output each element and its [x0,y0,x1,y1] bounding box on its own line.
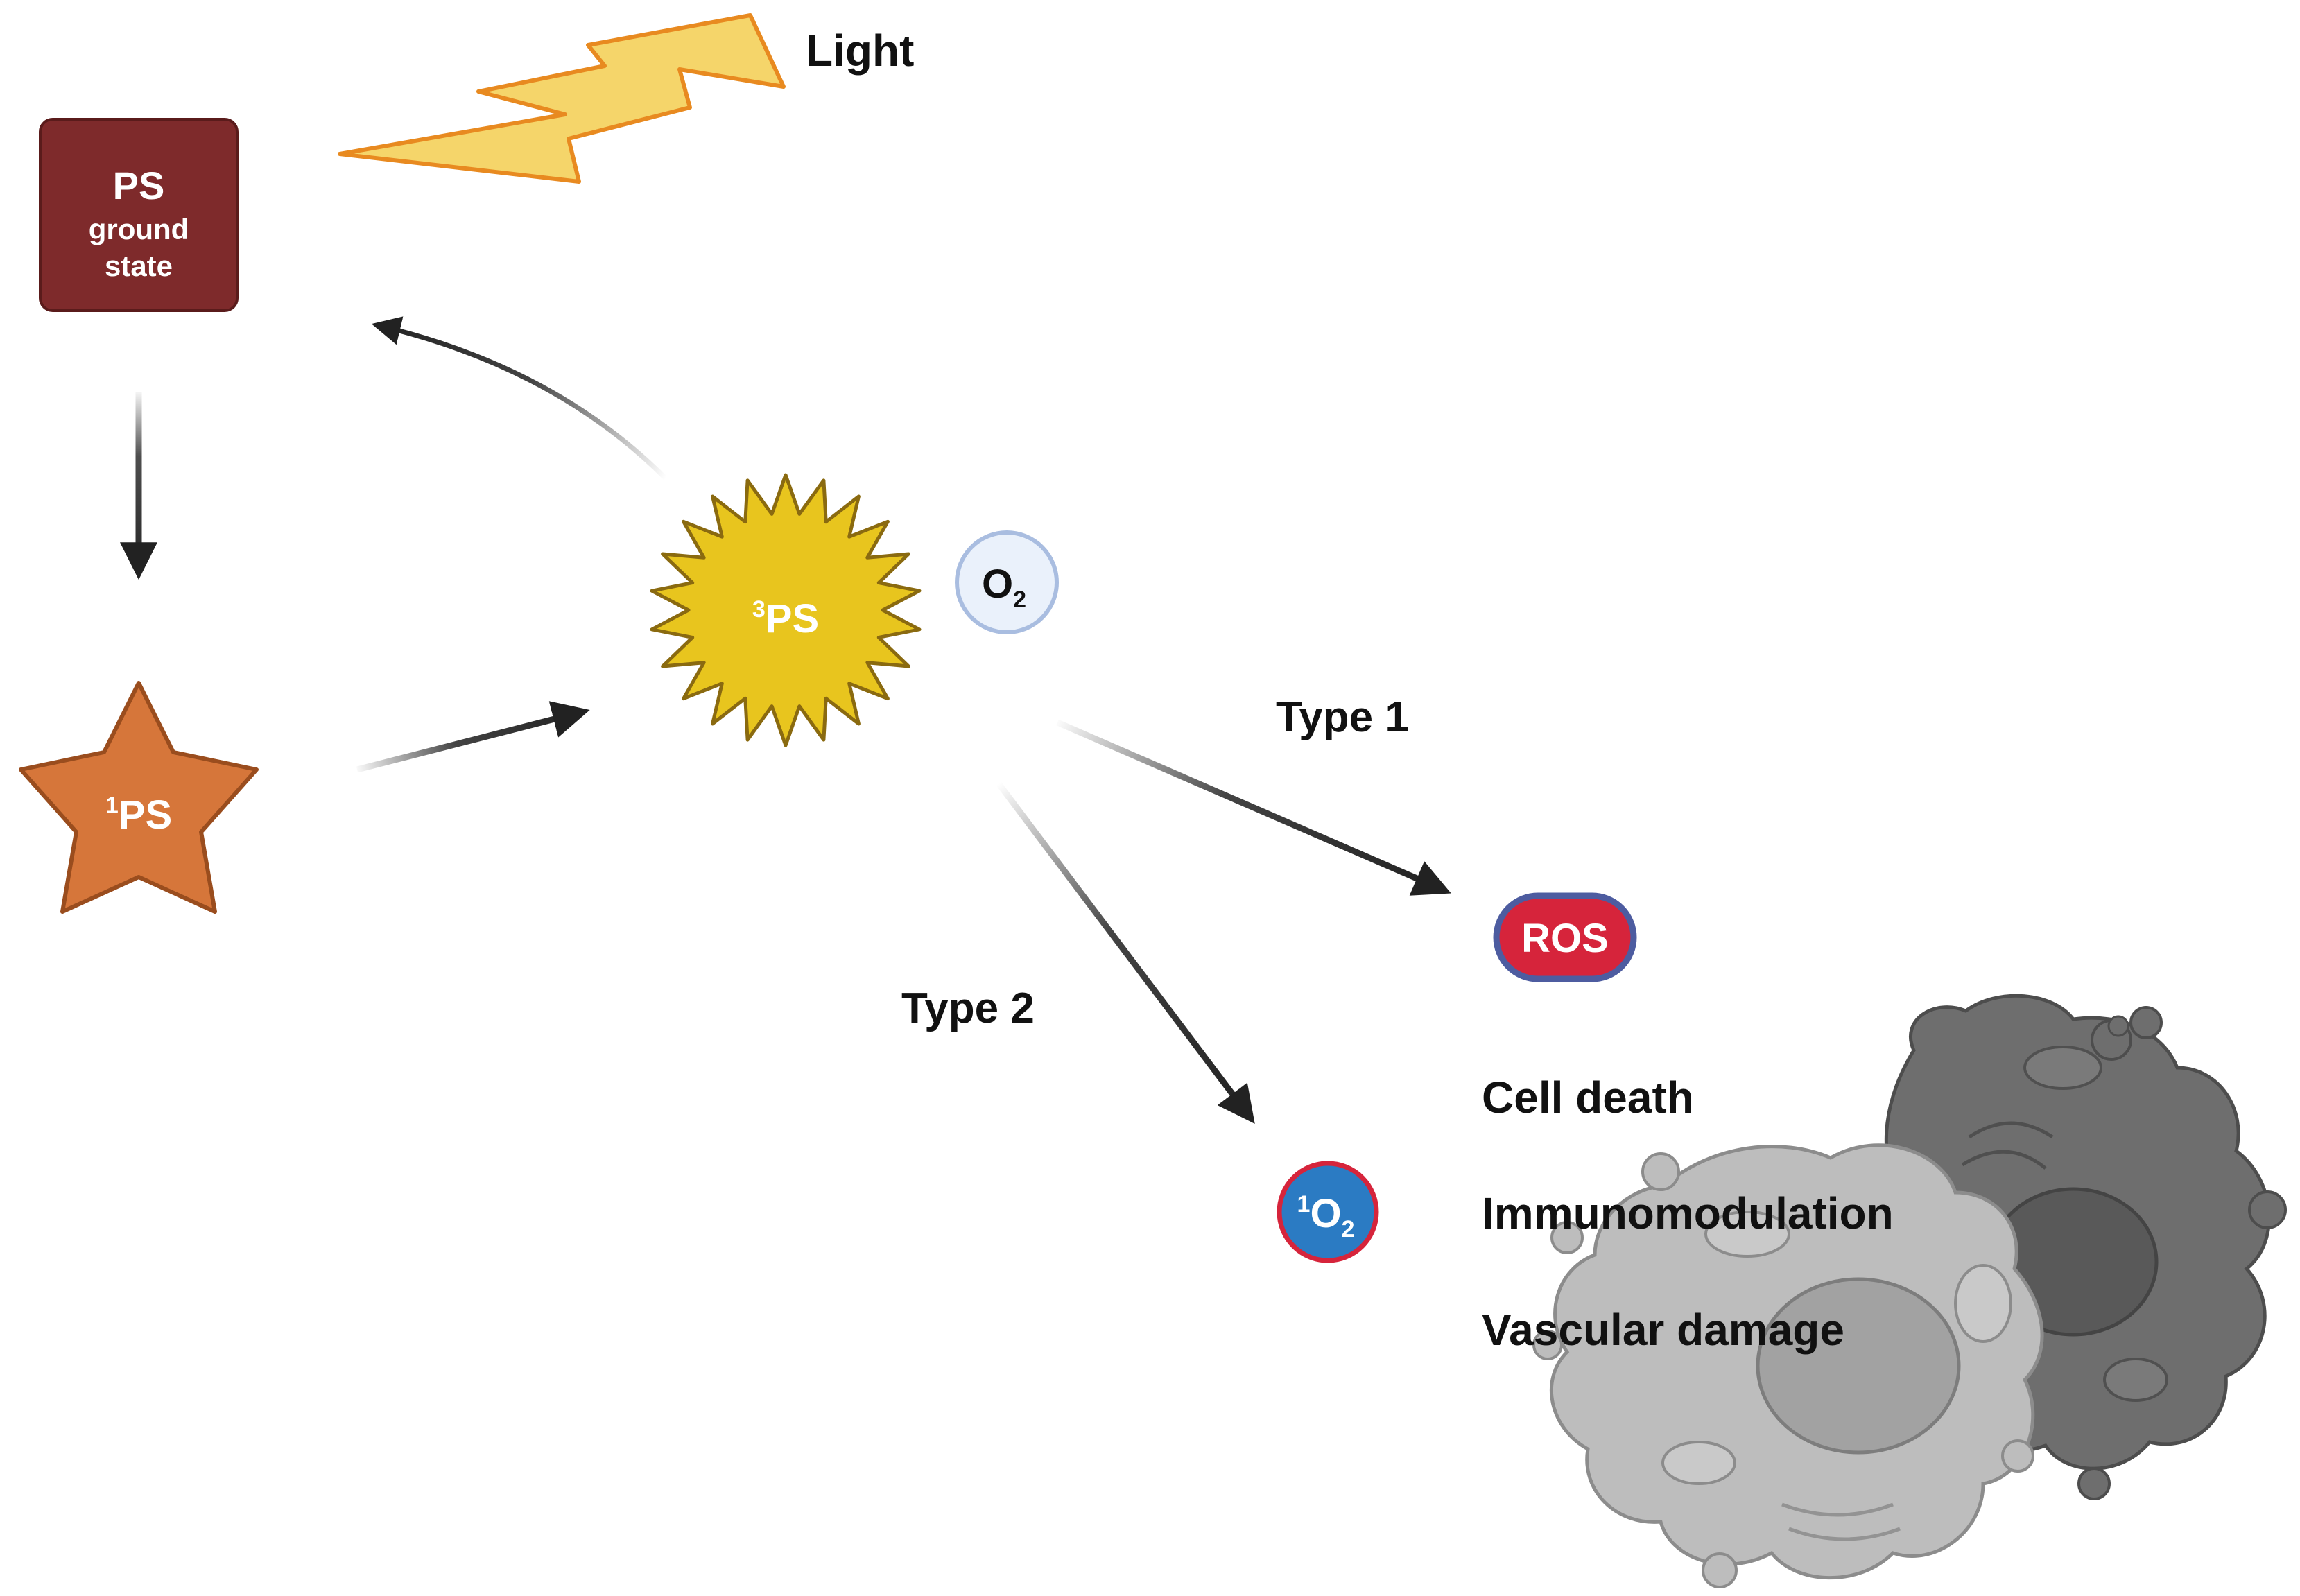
svg-text:3PS: 3PS [752,596,819,641]
arrow-type1 [1056,719,1451,896]
triplet-ps-label: PS [766,596,819,641]
arrow-intersystem-crossing [356,701,590,773]
ros-capsule-icon [1493,892,1637,982]
arrow-type2 [996,781,1255,1124]
oxygen-label: O [982,562,1013,607]
oxygen-subscript: 2 [1013,587,1026,613]
singlet-ps-star-icon [19,681,259,914]
ros-label: ROS [1521,916,1609,961]
singlet-oxygen-superscript: 1 [1297,1191,1311,1217]
singlet-oxygen-icon [1277,1161,1379,1263]
type2-label: Type 2 [901,985,1035,1032]
outcome-immunomodulation: Immunomodulation [1482,1188,1894,1238]
type1-label: Type 1 [1276,693,1409,741]
damaged-cell-light-icon [1532,1143,2044,1588]
triplet-ps-sunburst-icon [650,473,922,747]
outcome-cell-death: Cell death [1482,1073,1694,1122]
singlet-ps-superscript: 1 [105,792,119,819]
singlet-oxygen-label: O [1310,1191,1341,1236]
svg-text:O2: O2 [982,562,1026,613]
oxygen-molecule-icon [955,530,1059,634]
arrow-relaxation [371,316,668,480]
ps-ground-label-line3: state [105,250,173,282]
ps-ground-label: PS [113,164,165,207]
svg-text:1PS: 1PS [105,792,172,838]
ps-ground-label-line2: ground [89,213,189,245]
light-bolt-icon [338,13,786,184]
svg-text:1O2: 1O2 [1297,1191,1355,1242]
singlet-oxygen-subscript: 2 [1342,1216,1355,1242]
ps-ground-state-box [39,118,239,312]
light-label: Light [806,26,914,76]
triplet-ps-superscript: 3 [752,596,766,623]
singlet-ps-label: PS [119,792,172,838]
outcome-vascular-damage: Vascular damage [1482,1305,1844,1355]
